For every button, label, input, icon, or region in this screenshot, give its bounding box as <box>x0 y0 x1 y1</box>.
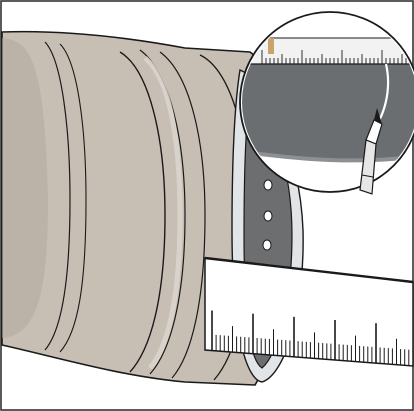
pipe-left-shadow <box>2 38 48 338</box>
callout-pipe-surface <box>242 63 414 162</box>
bead-highlight <box>143 56 183 370</box>
magnifier-callout <box>239 11 414 195</box>
pen-icon <box>359 108 383 195</box>
pipe-ridge-2 <box>59 43 87 353</box>
ruler-top-edge <box>204 256 414 284</box>
bead-ring-line-1 <box>119 51 166 373</box>
ruler-tick-marks <box>211 310 410 366</box>
pipe-ridge-1 <box>44 41 71 351</box>
callout-ruler-marker <box>268 38 274 54</box>
measuring-ruler <box>204 256 414 367</box>
bead-ring-line-3 <box>159 51 206 379</box>
